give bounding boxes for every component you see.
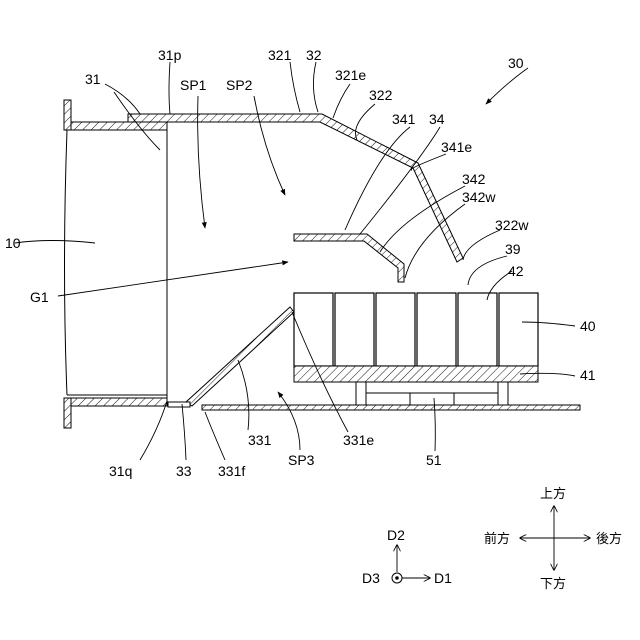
label-33: 33 (176, 463, 192, 479)
axis-indicator: D2 D3 D1 (362, 527, 452, 586)
label-321: 321 (268, 47, 292, 63)
label-sp2: SP2 (226, 77, 253, 93)
label-front: 前方 (484, 531, 510, 547)
out-of-plane-dot-icon (395, 576, 399, 580)
label-31p: 31p (158, 47, 182, 63)
base-plate (202, 405, 580, 410)
label-322w: 322w (495, 217, 529, 233)
label-d2: D2 (387, 527, 405, 543)
tray-41 (294, 366, 538, 382)
label-40: 40 (580, 318, 596, 334)
label-322: 322 (369, 87, 393, 103)
label-30: 30 (508, 55, 524, 71)
label-10: 10 (5, 235, 21, 251)
lower-duct-wall-331 (168, 307, 294, 407)
label-341e: 341e (441, 139, 472, 155)
label-42: 42 (508, 263, 524, 279)
label-41: 41 (580, 367, 596, 383)
label-342: 342 (462, 171, 486, 187)
label-rear: 後方 (596, 531, 622, 547)
battery-cells-40 (294, 293, 538, 366)
label-331f: 331f (218, 463, 245, 479)
label-341: 341 (392, 111, 416, 127)
label-up: 上方 (540, 486, 566, 502)
label-31: 31 (85, 71, 101, 87)
label-g1: G1 (30, 289, 49, 305)
support-51 (356, 382, 508, 405)
label-39: 39 (505, 241, 521, 257)
label-34: 34 (429, 111, 445, 127)
label-342w: 342w (462, 189, 496, 205)
direction-indicator: 上方 下方 前方 後方 (484, 486, 622, 592)
label-331e: 331e (343, 432, 374, 448)
flange-bottom (64, 398, 167, 428)
label-sp3: SP3 (288, 452, 315, 468)
label-31q: 31q (109, 463, 132, 479)
label-sp1: SP1 (180, 77, 207, 93)
label-down: 下方 (540, 576, 566, 592)
label-51: 51 (426, 452, 442, 468)
label-32: 32 (306, 47, 322, 63)
label-d1: D1 (434, 570, 452, 586)
label-331: 331 (248, 432, 272, 448)
label-321e: 321e (335, 67, 366, 83)
component-10-cylinder (65, 126, 168, 398)
label-d3: D3 (362, 570, 380, 586)
